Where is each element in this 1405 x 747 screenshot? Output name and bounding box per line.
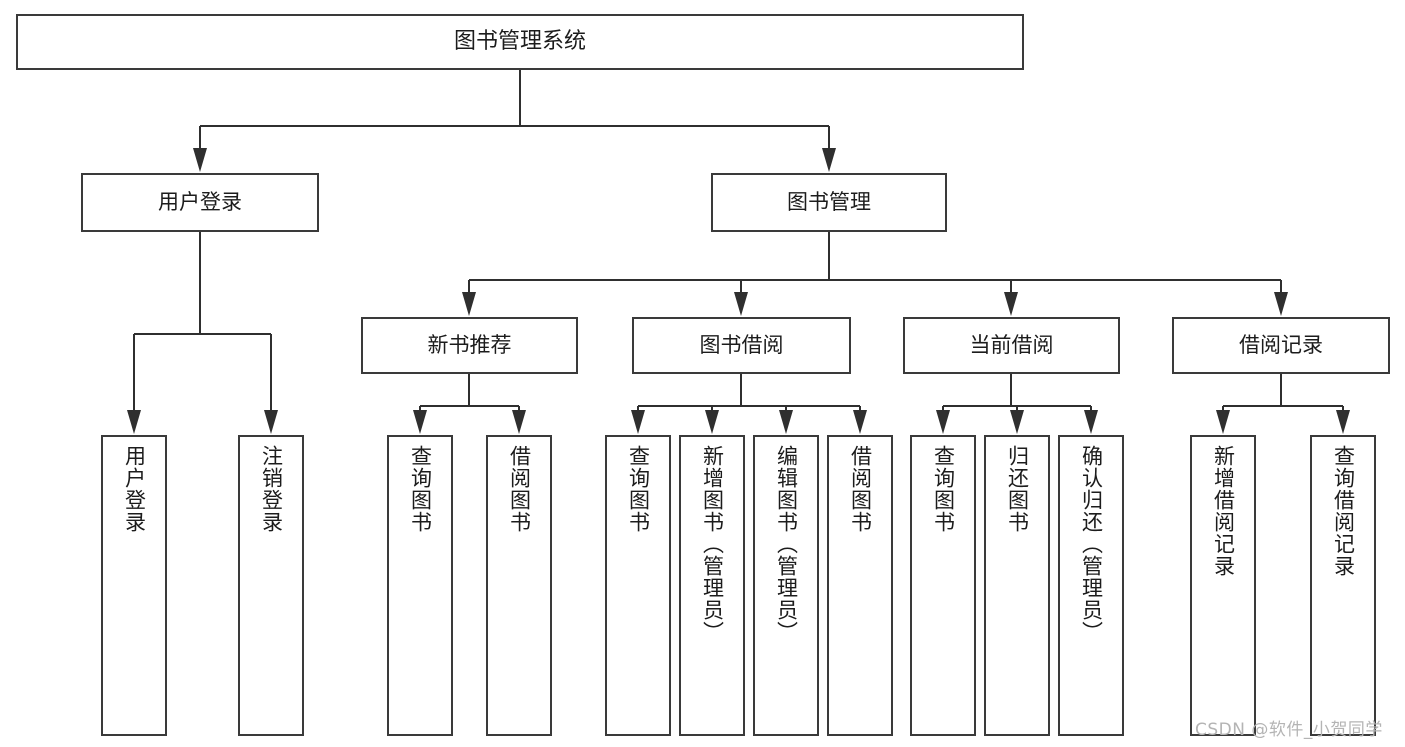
node-leaf-query-book-3[interactable]: 查询图书: [910, 435, 976, 736]
node-leaf-query-book-1[interactable]: 查询图书: [387, 435, 453, 736]
node-leaf-edit-book[interactable]: 编辑图书（管理员）: [753, 435, 819, 736]
node-leaf-confirm-return[interactable]: 确认归还（管理员）: [1058, 435, 1124, 736]
node-leaf-borrow-book-2[interactable]: 借阅图书: [827, 435, 893, 736]
node-label: 注销登录: [259, 445, 284, 533]
node-label: 借阅图书: [507, 445, 532, 533]
node-leaf-user-login[interactable]: 用户登录: [101, 435, 167, 736]
node-current-borrow[interactable]: 当前借阅: [903, 317, 1120, 374]
node-new-book-recommend[interactable]: 新书推荐: [361, 317, 578, 374]
node-label: 新书推荐: [427, 333, 512, 358]
node-label: 借阅图书: [848, 445, 873, 533]
node-leaf-add-record[interactable]: 新增借阅记录: [1190, 435, 1256, 736]
node-label: 图书管理: [787, 190, 871, 215]
node-label: 归还图书: [1005, 445, 1030, 533]
node-leaf-user-logout[interactable]: 注销登录: [238, 435, 304, 736]
node-label: 查询借阅记录: [1331, 445, 1356, 577]
node-label: 当前借阅: [969, 333, 1054, 358]
node-book-borrow[interactable]: 图书借阅: [632, 317, 851, 374]
node-leaf-add-book[interactable]: 新增图书（管理员）: [679, 435, 745, 736]
node-label: 查询图书: [408, 445, 433, 533]
node-label: 确认归还（管理员）: [1079, 445, 1104, 643]
node-label: 用户登录: [158, 190, 242, 215]
node-leaf-query-record[interactable]: 查询借阅记录: [1310, 435, 1376, 736]
node-label: 图书管理系统: [453, 29, 586, 55]
node-leaf-query-book-2[interactable]: 查询图书: [605, 435, 671, 736]
node-label: 借阅记录: [1239, 333, 1323, 358]
node-user-login[interactable]: 用户登录: [81, 173, 319, 232]
node-label: 查询图书: [626, 445, 651, 533]
node-label: 编辑图书（管理员）: [774, 445, 799, 643]
watermark: CSDN @软件_小贺同学: [1195, 720, 1383, 740]
node-root[interactable]: 图书管理系统: [16, 14, 1024, 70]
node-label: 新增图书（管理员）: [700, 445, 725, 643]
node-label: 查询图书: [931, 445, 956, 533]
node-borrow-record[interactable]: 借阅记录: [1172, 317, 1390, 374]
node-book-management[interactable]: 图书管理: [711, 173, 947, 232]
node-label: 用户登录: [122, 445, 147, 533]
node-leaf-return-book[interactable]: 归还图书: [984, 435, 1050, 736]
node-label: 图书借阅: [699, 333, 784, 358]
node-leaf-borrow-book-1[interactable]: 借阅图书: [486, 435, 552, 736]
node-label: 新增借阅记录: [1211, 445, 1236, 577]
